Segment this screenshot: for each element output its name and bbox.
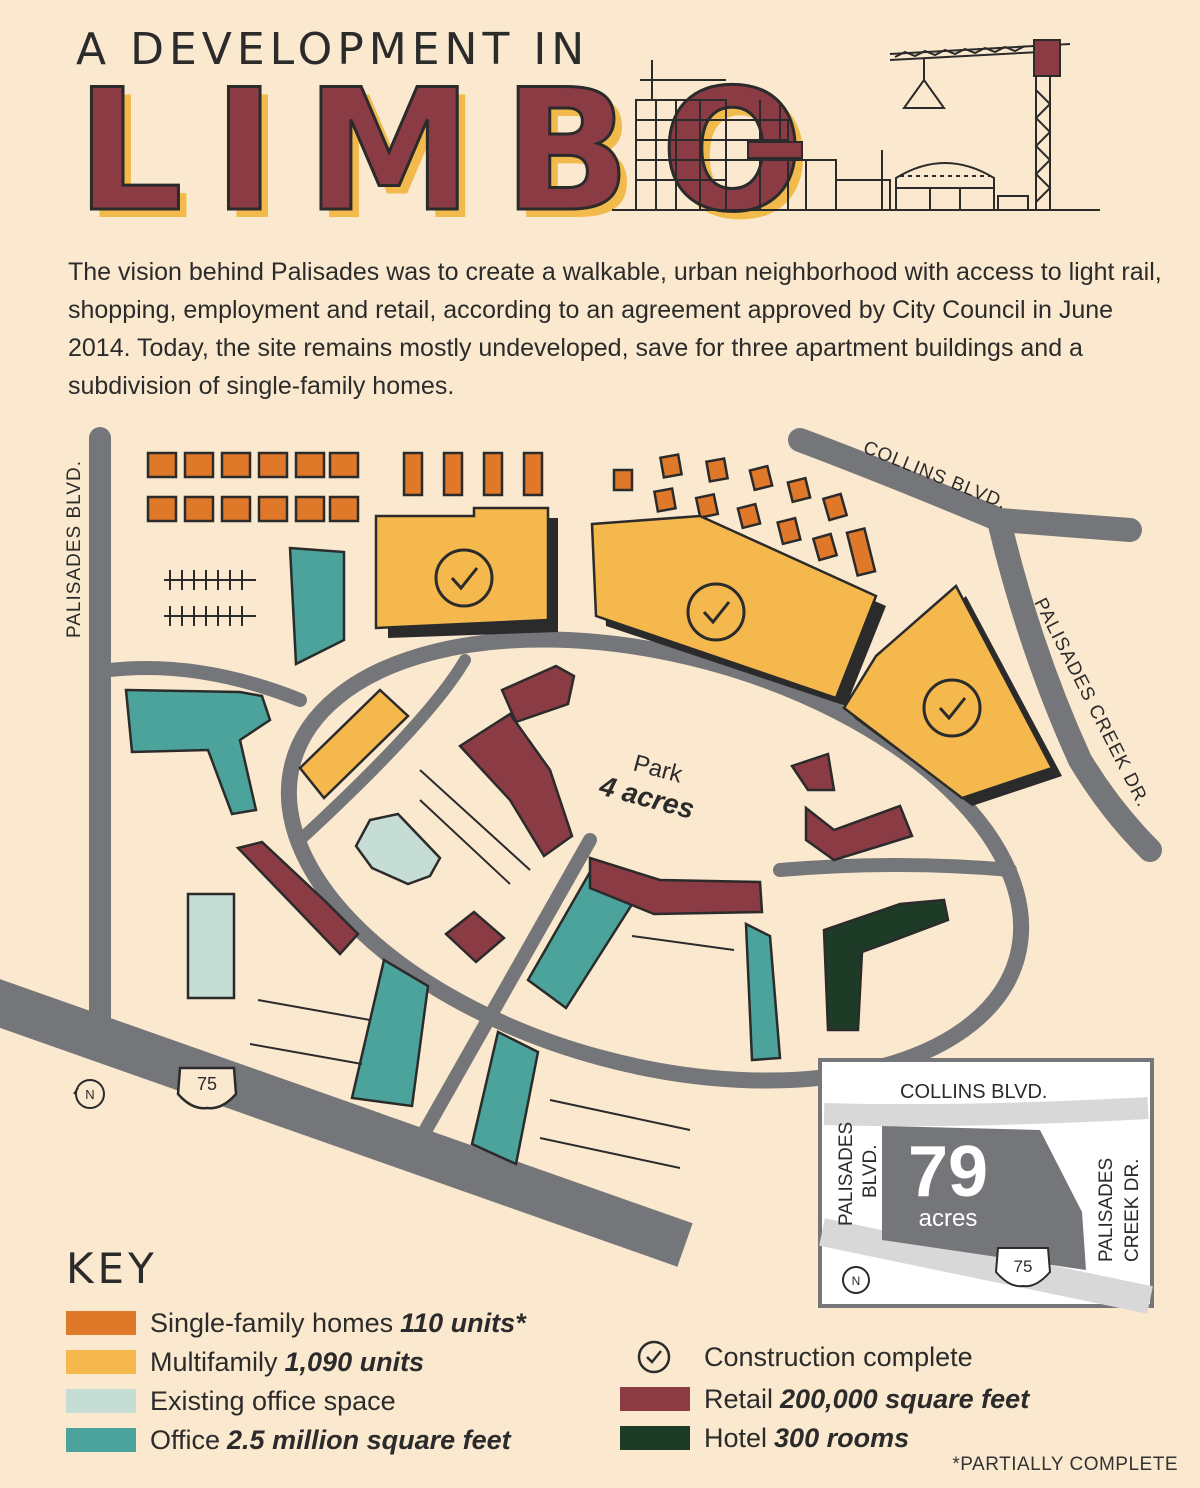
single-family-swatch [66,1311,136,1335]
inset-map: COLLINS BLVD. PALISADES BLVD. PALISADES … [818,1058,1154,1314]
inset-highway-shield: 75 [1014,1257,1033,1276]
check-circle-icons [434,548,982,738]
multifamily-building-4 [298,688,410,800]
existing-office-swatch [66,1389,136,1413]
highway-75-shield: 75 [176,1066,238,1110]
multifamily-building-1 [374,506,550,630]
inset-creek-label-2: CREEK DR. [1122,1159,1143,1262]
inset-palisades-label-2: BLVD. [860,1144,881,1198]
key-value: 110 units* [400,1307,526,1338]
key-label: Office [150,1424,221,1455]
key-label: Retail [704,1383,774,1414]
inner-road-nw [294,654,471,846]
key-row-construction-complete: Construction complete [620,1340,973,1374]
parking-lots [164,570,735,1169]
existing-office-buildings [186,812,442,1000]
ring-road [280,631,1030,1089]
retail-building-2 [458,712,574,858]
palisades-creek-road [988,513,1162,862]
title-limbo: LIMBO [75,53,834,249]
inset-collins-label: COLLINS BLVD. [900,1081,1047,1103]
retail-building-4 [790,752,836,792]
building-frame-illustration [635,60,891,211]
road-network [0,427,1162,1267]
key-value: 300 rooms [774,1422,910,1453]
retail-building-5 [804,804,914,862]
key-label: Existing office space [150,1385,396,1416]
hotel-swatch [620,1426,690,1450]
retail-buildings [235,664,914,964]
office-swatch [66,1428,136,1452]
key-row-retail: Retail 200,000 square feet [620,1382,1029,1416]
multifamily-building-2 [590,514,878,700]
key-title: KEY [66,1244,158,1293]
inner-road-diagonal [413,833,597,1147]
highway-75-road [0,979,693,1267]
retail-building-7 [444,910,506,964]
office-building-4 [350,958,430,1108]
retail-building-3 [588,856,764,916]
key-label: Single-family homes [150,1307,394,1338]
multifamily-building-3 [842,584,1054,800]
existing-office-building-2 [186,892,236,1000]
office-buildings [124,546,782,1166]
office-building-2 [124,688,272,816]
key-row-hotel: Hotel 300 rooms [620,1421,909,1455]
office-building-5 [470,1030,540,1166]
office-building-1 [288,546,346,666]
multifamily-swatch [66,1350,136,1374]
key-label: Construction complete [704,1341,973,1372]
office-building-6 [744,921,782,1062]
key-value: 1,090 units [284,1346,425,1377]
retail-building-6 [235,840,360,956]
dome-illustration [895,162,995,211]
key-row-multifamily: Multifamily 1,090 units [66,1345,424,1379]
inset-acreage-unit: acres [919,1205,978,1232]
key-row-single-family: Single-family homes 110 units* [66,1306,526,1340]
key-value: 2.5 million square feet [227,1424,511,1455]
svg-text:75: 75 [197,1074,217,1094]
hotel-building [822,898,950,1032]
intro-paragraph: The vision behind Palisades was to creat… [68,258,1162,400]
north-arrow-icon: N [73,1079,105,1109]
key-row-office: Office 2.5 million square feet [66,1423,511,1457]
single-family-homes [146,451,877,578]
connector-road-west [103,661,307,707]
inset-creek-label-1: PALISADES [1096,1158,1117,1262]
retail-building-1 [500,664,576,724]
title-top: A DEVELOPMENT IN [76,24,590,75]
crane-illustration [889,39,1071,211]
existing-office-building-1 [354,812,442,886]
inset-acreage: 79 [908,1132,988,1212]
inset-north-icon: N [852,1274,861,1288]
key-row-existing-office: Existing office space [66,1384,396,1418]
inner-road-east [773,858,1017,877]
inset-palisades-label-1: PALISADES [836,1122,857,1226]
key-label: Hotel [704,1422,768,1453]
footnote: *PARTIALLY COMPLETE [952,1454,1178,1475]
collins-blvd-road [788,428,1142,542]
key-label: Multifamily [150,1346,278,1377]
palisades-blvd-label: PALISADES BLVD. [64,460,85,638]
retail-swatch [620,1387,690,1411]
key-value: 200,000 square feet [780,1383,1030,1414]
svg-text:N: N [85,1087,94,1102]
check-circle-icon [637,1340,671,1374]
